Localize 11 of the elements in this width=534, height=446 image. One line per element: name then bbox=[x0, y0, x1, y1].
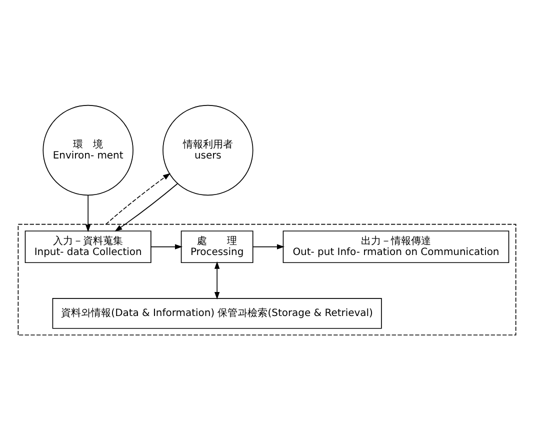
arrow bbox=[252, 244, 284, 249]
node-box: 處 理 Processing bbox=[180, 230, 254, 263]
node-box: 資料와情報(Data & Information) 保管과檢索(Storage & Retrieval) bbox=[52, 297, 382, 328]
node-box: 入力－資料蒐集 Input- data Collection bbox=[24, 230, 152, 263]
arrow bbox=[105, 172, 170, 224]
arrow bbox=[150, 244, 182, 249]
arrow bbox=[114, 182, 178, 232]
arrow bbox=[214, 260, 220, 299]
arrow bbox=[85, 194, 91, 232]
node-circle: 環 境 Environ- ment bbox=[42, 104, 134, 196]
node-box: 出力－情報傳達 Out- put Info- rmation on Communication bbox=[282, 230, 510, 263]
